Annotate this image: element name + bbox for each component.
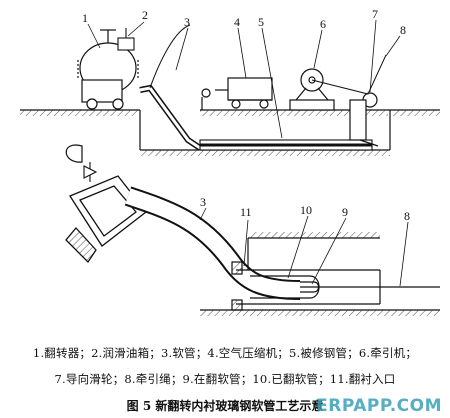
hose-detail-inner xyxy=(125,188,301,298)
label-3: 3 xyxy=(184,15,190,29)
ground-hatch-top-mid xyxy=(200,110,388,116)
guide-pulley xyxy=(349,92,379,147)
label-9: 9 xyxy=(342,205,348,219)
figure-caption: 图 5 新翻转内衬玻璃钢软管工艺示意 xyxy=(126,399,324,413)
flipper xyxy=(77,29,139,110)
ground-hatch-top-right xyxy=(392,110,440,116)
valve xyxy=(83,162,98,182)
label-6: 6 xyxy=(320,17,326,31)
traction-machine xyxy=(289,68,335,111)
legend-line-1: 1.翻转器；2.润滑油箱；3.软管；4.空气压缩机；5.被修钢管；6.牵引机； xyxy=(32,346,418,360)
label-8: 8 xyxy=(400,23,406,37)
leader-lines-top xyxy=(87,19,401,139)
watermark: ERPAPP.COM xyxy=(316,396,442,416)
label-2: 2 xyxy=(142,8,148,22)
trench-bottom-hatch xyxy=(140,150,390,156)
legend-line-2: 7.导向滑轮；8.牵引绳；9.在翻软管；10.已翻软管；11.翻衬入口 xyxy=(54,372,396,386)
pipe-left-cut xyxy=(65,144,83,163)
label-7: 7 xyxy=(372,7,378,21)
label-5: 5 xyxy=(258,15,264,29)
label-8-detail: 8 xyxy=(404,209,410,223)
traction-rope-top xyxy=(311,54,387,95)
flipper-outlet xyxy=(65,175,147,264)
leader-lines-detail xyxy=(199,207,409,287)
oil-tank xyxy=(117,28,135,51)
hose-lead xyxy=(149,24,191,89)
label-11: 11 xyxy=(240,205,252,219)
steel-pipe xyxy=(199,139,373,151)
ground-hatch-detail-bottom xyxy=(200,310,440,316)
lining-entrance xyxy=(231,261,243,311)
hose-top xyxy=(139,84,202,151)
process-diagram: 1 2 3 4 5 6 7 8 xyxy=(20,7,440,316)
hose-top-inner xyxy=(139,86,201,150)
label-3-detail: 3 xyxy=(200,195,206,209)
air-compressor xyxy=(201,77,273,110)
label-1: 1 xyxy=(82,11,88,25)
label-10: 10 xyxy=(300,203,312,217)
ground-hatch-top-left xyxy=(20,110,138,116)
ground-hatch-detail-top xyxy=(250,232,380,238)
label-4: 4 xyxy=(234,15,240,29)
